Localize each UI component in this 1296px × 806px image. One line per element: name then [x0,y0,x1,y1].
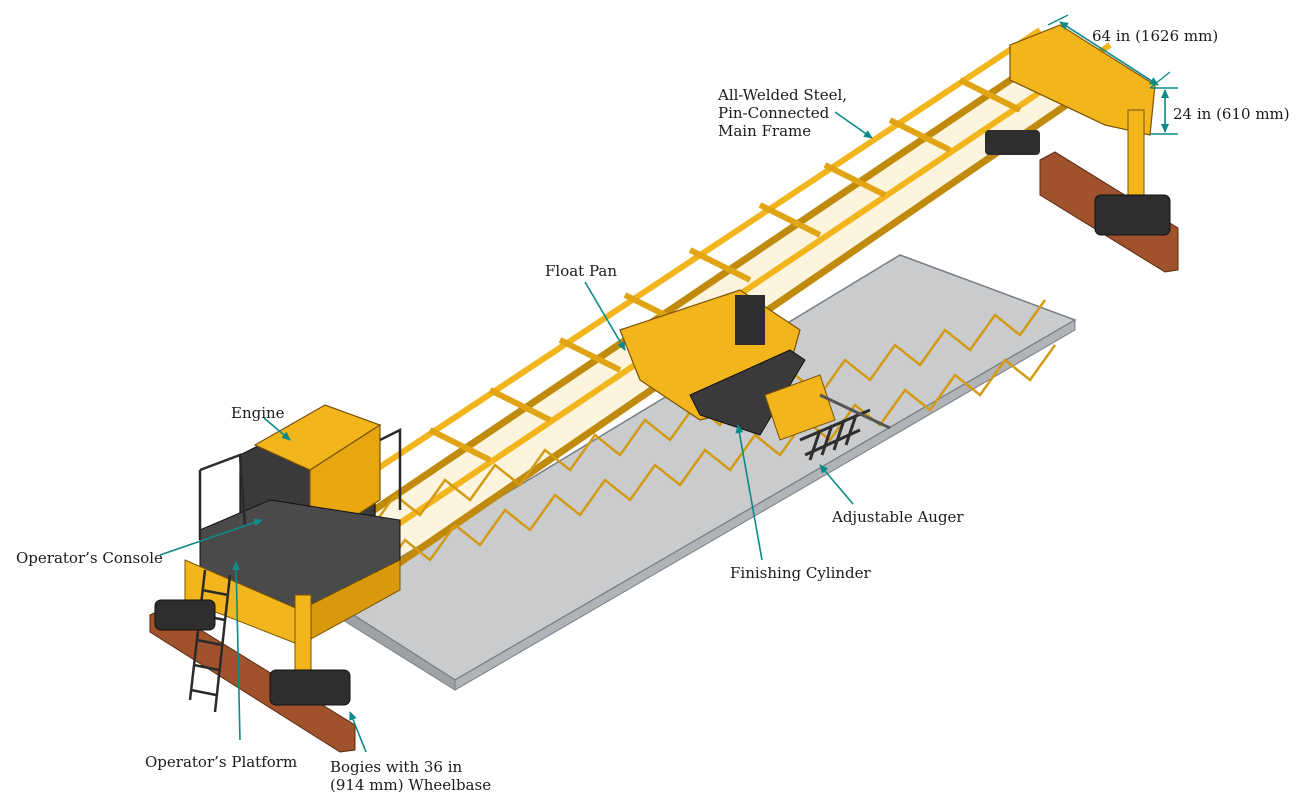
label-bogies: Bogies with 36 in (914 mm) Wheelbase [330,758,492,794]
concrete-slab [328,254,1077,691]
label-float-pan: Float Pan [545,262,617,280]
auger [799,408,871,461]
ladder [188,569,232,713]
label-adjustable-auger: Adjustable Auger [832,508,964,526]
far-end-frame [985,24,1171,236]
engine-assembly [154,404,402,713]
label-main-frame: All-Welded Steel, Pin-Connected Main Fra… [718,86,848,140]
label-finishing-cylinder: Finishing Cylinder [730,564,871,582]
label-operators-platform: Operator’s Platform [145,753,298,771]
carriage [619,289,891,461]
label-operators-console: Operator’s Console [16,549,163,567]
dimension-markers [1047,14,1178,135]
label-engine: Engine [231,404,285,422]
label-dim-width: 64 in (1626 mm) [1092,27,1219,45]
label-dim-height: 24 in (610 mm) [1173,105,1290,123]
leader-lines [159,111,873,753]
